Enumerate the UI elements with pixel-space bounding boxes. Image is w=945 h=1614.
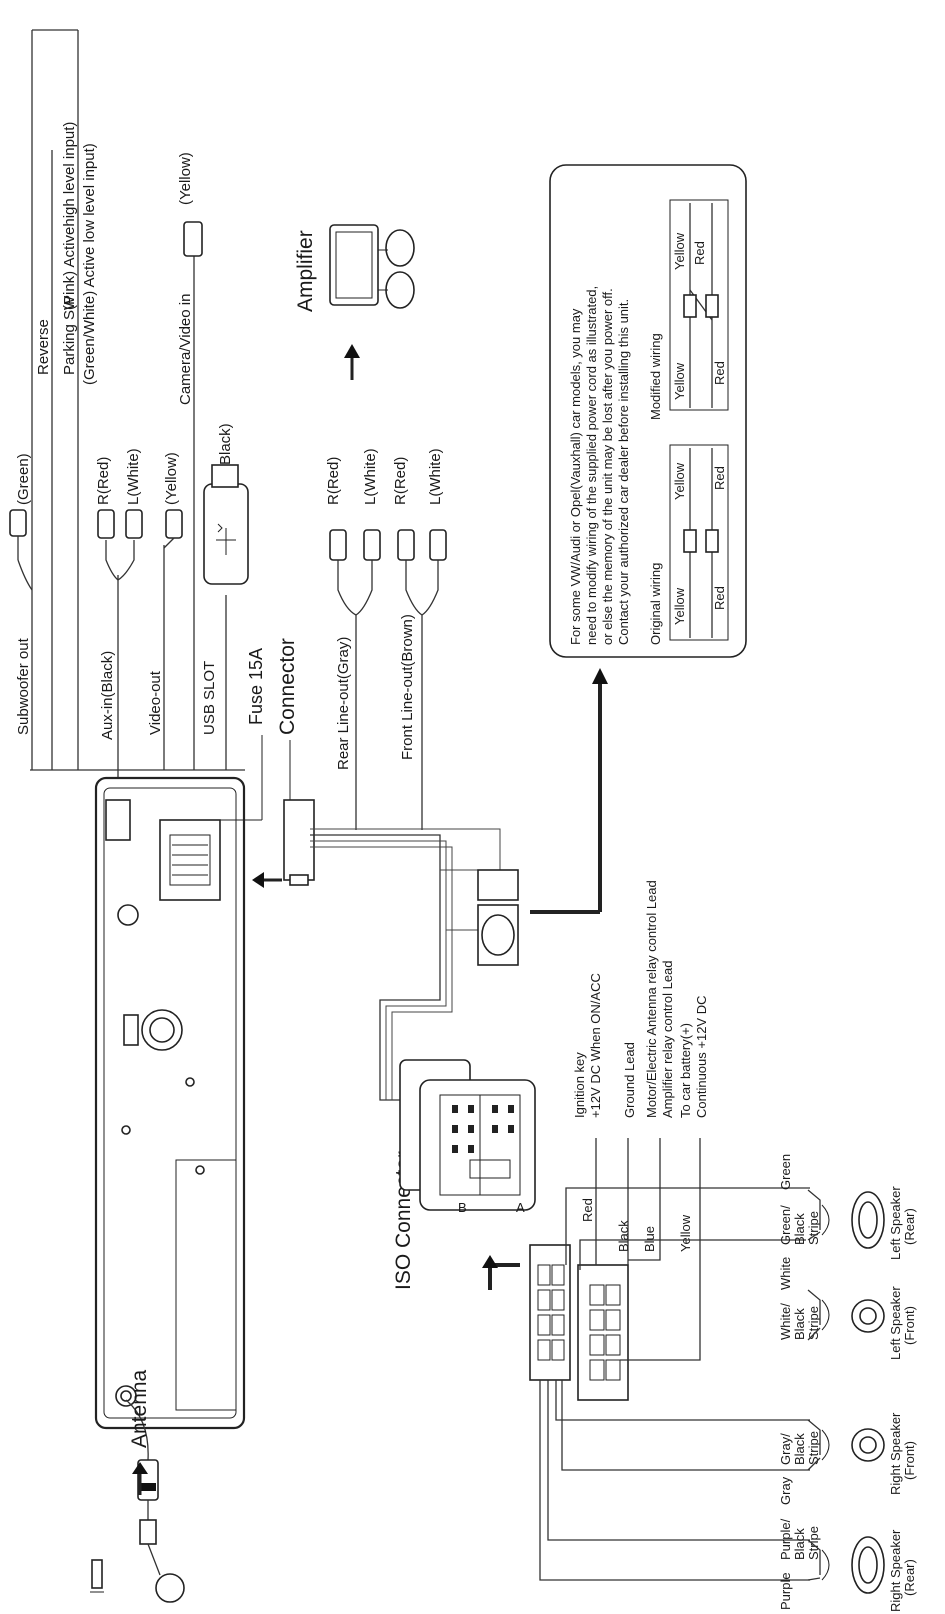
mod-yellow-1: Yellow bbox=[672, 362, 687, 400]
label-rear-l: L(White) bbox=[362, 448, 379, 505]
label-r-red: R(Red) bbox=[95, 457, 112, 505]
mod-red-2: Red bbox=[692, 241, 707, 265]
mod-yellow-2: Yellow bbox=[672, 232, 687, 270]
label-video-out: Video-out bbox=[147, 670, 164, 735]
label-black-usb: (Black) bbox=[217, 423, 234, 470]
orig-yellow-1: Yellow bbox=[672, 587, 687, 625]
label-aux-in: Aux-in(Black) bbox=[99, 651, 116, 740]
note-line-4: Contact your authorized car dealer befor… bbox=[616, 299, 631, 645]
label-left-rear-1: Left Speaker bbox=[888, 1186, 903, 1260]
harness bbox=[310, 668, 608, 1101]
speaker-right-front: Right Speaker (Front) bbox=[821, 1412, 917, 1495]
orig-yellow-2: Yellow bbox=[672, 462, 687, 500]
label-purple-black-1: Purple/ bbox=[778, 1518, 793, 1560]
label-front-l: L(White) bbox=[427, 448, 444, 505]
label-green-black-2: Black bbox=[792, 1213, 807, 1245]
top-input-labels: (Pink) Activehigh level input) (Green/Wh… bbox=[15, 122, 317, 740]
label-camera-video-in: Camera/Video in bbox=[177, 294, 194, 405]
label-green-black-1: Green/ bbox=[778, 1205, 793, 1245]
iso-label-a: A bbox=[516, 1200, 525, 1215]
label-active-high: (Pink) Activehigh level input) bbox=[61, 122, 78, 310]
line-out-rca: R(Red) L(White) R(Red) L(White) Rear Lin… bbox=[325, 448, 447, 830]
mod-red-1: Red bbox=[712, 361, 727, 385]
rca-camera-in bbox=[183, 221, 203, 257]
label-amp-relay: Amplifier relay control Lead bbox=[660, 960, 675, 1118]
label-white-black-2: Black bbox=[792, 1308, 807, 1340]
label-rear-line-out: Rear Line-out(Gray) bbox=[335, 637, 352, 770]
orig-red-1: Red bbox=[712, 586, 727, 610]
usb-plug bbox=[203, 464, 249, 585]
label-ground: Ground Lead bbox=[622, 1042, 637, 1118]
label-right-rear-2: (Rear) bbox=[902, 1559, 917, 1596]
label-purple: Purple bbox=[778, 1572, 793, 1610]
note-line-2: need to modify wiring of the supplied po… bbox=[584, 286, 599, 645]
lead-black: Black bbox=[616, 1220, 631, 1252]
label-yellow-camera: (Yellow) bbox=[177, 152, 194, 205]
speakers: Purple Purple/ Black Stripe Gray Gray/ B… bbox=[778, 1154, 917, 1612]
rca-video-out bbox=[165, 509, 183, 539]
label-ignition-2: +12V DC When ON/ACC bbox=[588, 973, 603, 1118]
label-white: White bbox=[778, 1257, 793, 1290]
label-motor: Motor/Electric Antenna relay control Lea… bbox=[644, 880, 659, 1118]
speaker-left-front: Left Speaker (Front) bbox=[821, 1286, 917, 1360]
label-rear-r: R(Red) bbox=[325, 457, 342, 505]
fuse-connector bbox=[208, 735, 315, 886]
label-left-front-1: Left Speaker bbox=[888, 1286, 903, 1360]
label-green: Green bbox=[778, 1154, 793, 1190]
label-fuse: Fuse 15A bbox=[246, 648, 266, 725]
orig-red-2: Red bbox=[712, 466, 727, 490]
label-right-front-2: (Front) bbox=[902, 1441, 917, 1480]
label-ignition-1: Ignition key bbox=[572, 1052, 587, 1118]
label-reverse: Reverse bbox=[35, 319, 52, 375]
note-line-3: or else the memory of the unit may be lo… bbox=[600, 288, 615, 645]
label-usb-slot: USB SLOT bbox=[201, 661, 218, 735]
label-connector: Connector bbox=[276, 638, 299, 735]
label-amplifier: Amplifier bbox=[294, 230, 317, 312]
lead-red: Red bbox=[580, 1198, 595, 1222]
antenna: Antenna bbox=[90, 1369, 185, 1603]
label-l-white: L(White) bbox=[125, 448, 142, 505]
label-gray: Gray bbox=[778, 1476, 793, 1505]
lead-yellow: Yellow bbox=[678, 1214, 693, 1252]
label-antenna: Antenna bbox=[128, 1369, 151, 1448]
label-right-front-1: Right Speaker bbox=[888, 1412, 903, 1495]
rca-aux-white bbox=[125, 509, 143, 539]
rca-aux-red bbox=[97, 509, 115, 539]
label-active-low: (Green/White) Active low level input) bbox=[81, 143, 98, 385]
amplifier bbox=[329, 224, 415, 380]
speaker-left-rear: Left Speaker (Rear) bbox=[821, 1186, 917, 1260]
label-yellow-video: (Yellow) bbox=[163, 452, 180, 505]
label-modified-wiring: Modified wiring bbox=[648, 333, 663, 420]
label-purple-black-2: Black bbox=[792, 1528, 807, 1560]
speaker-right-rear: Right Speaker (Rear) bbox=[821, 1529, 917, 1612]
label-battery-2: Continuous +12V DC bbox=[694, 996, 709, 1119]
label-right-rear-1: Right Speaker bbox=[888, 1529, 903, 1612]
label-left-rear-2: (Rear) bbox=[902, 1208, 917, 1245]
label-gray-black-3: Stripe bbox=[806, 1431, 821, 1465]
label-white-black-1: White/ bbox=[778, 1303, 793, 1340]
top-wires bbox=[9, 29, 249, 800]
note-box: For some VW/Audi or Opel(Vauxhall) car m… bbox=[549, 164, 747, 658]
label-purple-black-3: Stripe bbox=[806, 1526, 821, 1560]
label-green-black-3: Stripe bbox=[806, 1211, 821, 1245]
label-green: (Green) bbox=[15, 453, 32, 505]
label-front-r: R(Red) bbox=[392, 457, 409, 505]
label-battery-1: To car battery(+) bbox=[678, 1023, 693, 1118]
head-unit bbox=[94, 776, 282, 1430]
label-original-wiring: Original wiring bbox=[648, 563, 663, 645]
iso-connector: ISO Connector B A Ignition key +12V DC W… bbox=[392, 880, 810, 1581]
label-front-line-out: Front Line-out(Brown) bbox=[399, 614, 416, 760]
label-left-front-2: (Front) bbox=[902, 1306, 917, 1345]
label-gray-black-2: Black bbox=[792, 1433, 807, 1465]
note-line-1: For some VW/Audi or Opel(Vauxhall) car m… bbox=[568, 308, 583, 645]
iso-label-b: B bbox=[458, 1200, 467, 1215]
label-subwoofer-out: Subwoofer out bbox=[15, 637, 32, 735]
label-gray-black-1: Gray/ bbox=[778, 1433, 793, 1465]
rca-green bbox=[9, 509, 27, 537]
lead-blue: Blue bbox=[642, 1226, 657, 1252]
label-parking: Parking SW bbox=[61, 295, 78, 375]
